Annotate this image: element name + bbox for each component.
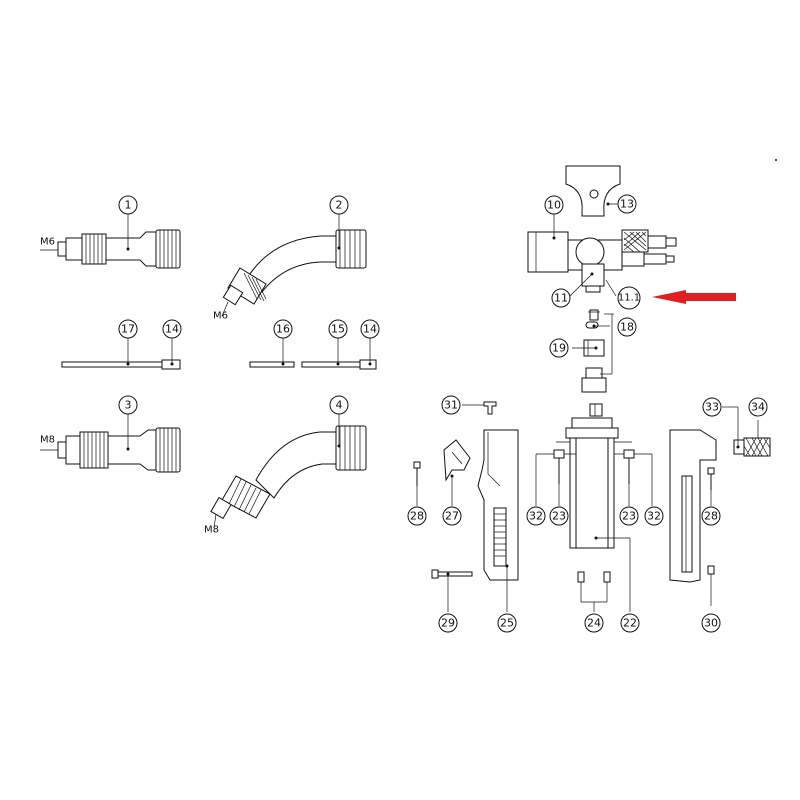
svg-text:22: 22 bbox=[623, 617, 637, 630]
part-22-handle-body bbox=[556, 417, 632, 612]
callout-16: 16 bbox=[273, 319, 293, 339]
part-11-valve-block bbox=[569, 263, 617, 297]
callout-17: 17 bbox=[118, 319, 138, 339]
part-1-straight-neck-m6 bbox=[40, 214, 181, 269]
svg-text:15: 15 bbox=[331, 323, 345, 336]
callout-11: 11 bbox=[551, 288, 571, 308]
svg-text:16: 16 bbox=[276, 323, 290, 336]
callout-14a: 14 bbox=[162, 319, 182, 339]
callout-33: 33 bbox=[702, 397, 722, 417]
thread-label-m8-bent: M8 bbox=[204, 525, 219, 536]
svg-text:19: 19 bbox=[552, 342, 566, 355]
callout-18: 18 bbox=[617, 317, 637, 337]
svg-text:34: 34 bbox=[751, 401, 765, 414]
svg-text:17: 17 bbox=[121, 323, 135, 336]
svg-text:10: 10 bbox=[547, 199, 561, 212]
svg-text:23: 23 bbox=[552, 510, 566, 523]
part-28-pin-right bbox=[707, 467, 715, 506]
svg-text:31: 31 bbox=[444, 399, 458, 412]
callout-15: 15 bbox=[328, 319, 348, 339]
callouts: 1 2 17 14 16 15 14 3 4 10 13 11 11.1 18 … bbox=[118, 194, 768, 633]
callout-32b: 32 bbox=[644, 506, 664, 526]
svg-text:13: 13 bbox=[620, 198, 634, 211]
thread-label-m6-straight: M6 bbox=[40, 237, 55, 248]
callout-2: 2 bbox=[329, 195, 349, 215]
callout-4: 4 bbox=[329, 395, 349, 415]
part-4-bent-neck-m8 bbox=[210, 414, 367, 529]
callout-27: 27 bbox=[442, 506, 462, 526]
thread-label-m8-straight: M8 bbox=[40, 435, 55, 446]
svg-text:28: 28 bbox=[410, 510, 424, 523]
svg-text:11: 11 bbox=[554, 292, 568, 305]
liner-parts-row bbox=[61, 338, 377, 370]
highlight-arrow-icon bbox=[652, 290, 736, 304]
svg-text:32: 32 bbox=[647, 510, 661, 523]
part-31-clip bbox=[462, 401, 497, 415]
callout-31: 31 bbox=[441, 395, 461, 415]
callout-32a: 32 bbox=[526, 506, 546, 526]
svg-text:3: 3 bbox=[125, 399, 132, 412]
parts-33-34-cable-connector bbox=[722, 406, 771, 457]
small-parts-stack bbox=[572, 309, 614, 417]
svg-text:14: 14 bbox=[363, 323, 377, 336]
part-29-screw bbox=[431, 569, 473, 612]
part-2-bent-neck-m6 bbox=[221, 214, 367, 317]
callout-25: 25 bbox=[497, 613, 517, 633]
svg-text:24: 24 bbox=[587, 617, 601, 630]
thread-label-m6-bent: M6 bbox=[213, 311, 228, 322]
callout-23a: 23 bbox=[549, 506, 569, 526]
callout-22: 22 bbox=[620, 613, 640, 633]
callout-24: 24 bbox=[584, 613, 604, 633]
part-right-handle-shell bbox=[669, 429, 717, 606]
svg-text:23: 23 bbox=[622, 510, 636, 523]
part-3-straight-neck-m8 bbox=[40, 414, 181, 473]
callout-34: 34 bbox=[748, 397, 768, 417]
callout-28a: 28 bbox=[407, 506, 427, 526]
svg-text:4: 4 bbox=[336, 399, 343, 412]
svg-text:11.1: 11.1 bbox=[618, 293, 640, 304]
part-28-pin-left bbox=[413, 461, 421, 506]
callout-14b: 14 bbox=[360, 319, 380, 339]
svg-text:30: 30 bbox=[704, 617, 718, 630]
svg-text:1: 1 bbox=[125, 199, 132, 212]
svg-text:28: 28 bbox=[704, 510, 718, 523]
svg-text:32: 32 bbox=[529, 510, 543, 523]
svg-text:33: 33 bbox=[705, 401, 719, 414]
callout-29: 29 bbox=[438, 613, 458, 633]
svg-text:14: 14 bbox=[165, 323, 179, 336]
part-10-gun-body bbox=[527, 214, 677, 273]
svg-text:18: 18 bbox=[620, 321, 634, 334]
svg-text:29: 29 bbox=[441, 617, 455, 630]
callout-1: 1 bbox=[118, 195, 138, 215]
part-25-handle-shell-left bbox=[477, 429, 519, 612]
callout-28b: 28 bbox=[701, 506, 721, 526]
callout-30: 30 bbox=[701, 613, 721, 633]
callout-3: 3 bbox=[118, 395, 138, 415]
callout-13: 13 bbox=[617, 194, 637, 214]
callout-23b: 23 bbox=[619, 506, 639, 526]
svg-text:27: 27 bbox=[445, 510, 459, 523]
parts-23-32-screws bbox=[535, 449, 653, 506]
callout-10: 10 bbox=[544, 195, 564, 215]
part-13-hanger-plate bbox=[565, 165, 621, 217]
svg-text:2: 2 bbox=[336, 199, 343, 212]
callout-19: 19 bbox=[549, 338, 569, 358]
part-27-trigger bbox=[443, 439, 471, 506]
callout-11-1: 11.1 bbox=[617, 286, 641, 310]
svg-text:25: 25 bbox=[500, 617, 514, 630]
stray-mark bbox=[775, 159, 777, 161]
